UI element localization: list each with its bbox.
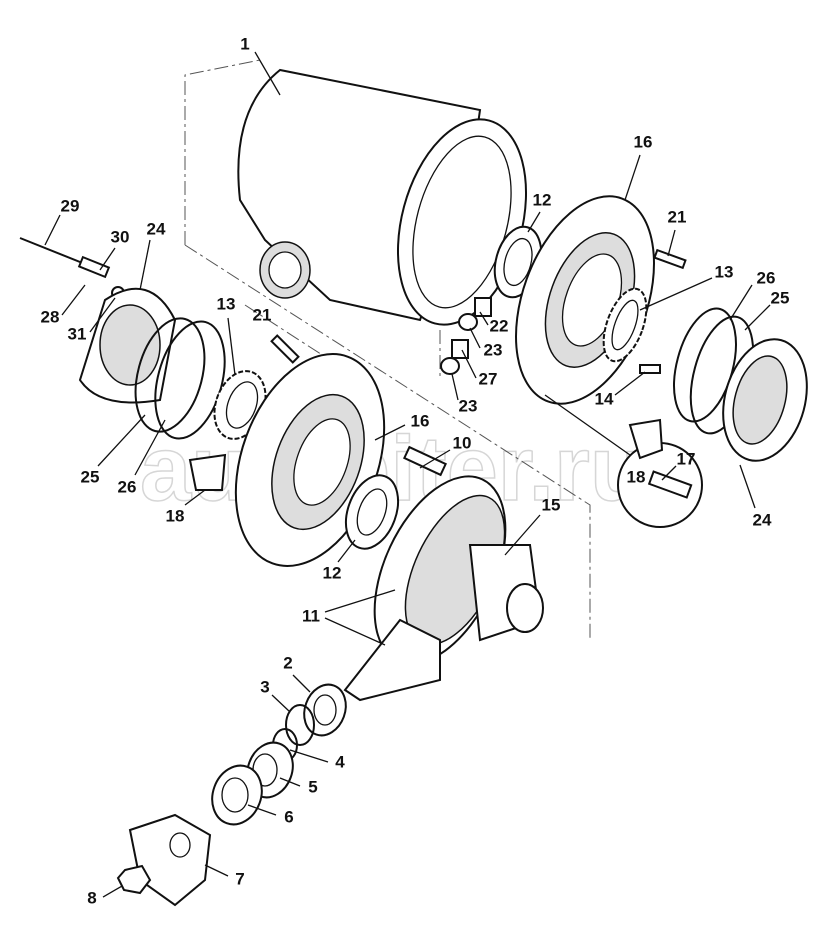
detail-inset <box>617 418 703 528</box>
washer-23-lower <box>440 357 460 375</box>
callout-7: 7 <box>235 869 244 888</box>
callout-6: 6 <box>284 807 293 826</box>
callout-31: 31 <box>68 324 87 343</box>
callout-29: 29 <box>61 196 80 215</box>
callout-13: 13 <box>715 262 734 281</box>
seal-6 <box>211 764 263 826</box>
callout-13: 13 <box>217 294 236 313</box>
callout-23: 23 <box>459 396 478 415</box>
bearing-12-lower <box>344 474 400 550</box>
callout-18: 18 <box>627 467 646 486</box>
callout-12: 12 <box>323 563 342 582</box>
callout-25: 25 <box>81 467 100 486</box>
callout-23: 23 <box>484 340 503 359</box>
ring-gear-15 <box>373 475 544 665</box>
sealant-tube-18 <box>188 453 227 491</box>
differential-housing <box>237 68 528 326</box>
callout-5: 5 <box>308 777 317 796</box>
pin-14 <box>639 364 661 374</box>
bolt-22 <box>474 297 492 317</box>
axis-line <box>244 304 331 361</box>
callout-26: 26 <box>757 268 776 287</box>
callout-24: 24 <box>147 219 166 238</box>
callout-17: 17 <box>677 449 696 468</box>
callout-10: 10 <box>453 433 472 452</box>
callout-22: 22 <box>490 316 509 335</box>
callout-25: 25 <box>771 288 790 307</box>
callout-18: 18 <box>166 506 185 525</box>
cover-24-right <box>722 338 808 462</box>
pinion-11 <box>343 618 441 702</box>
callout-1: 1 <box>240 34 249 53</box>
shim-3 <box>285 704 315 746</box>
cover-24-left <box>78 287 177 404</box>
callout-16: 16 <box>634 132 653 151</box>
detail-pointer <box>544 394 631 456</box>
callout-27: 27 <box>479 369 498 388</box>
callout-15: 15 <box>542 495 561 514</box>
nut-8 <box>116 864 152 895</box>
axis-line <box>184 244 591 640</box>
callout-3: 3 <box>260 677 269 696</box>
callout-16: 16 <box>411 411 430 430</box>
washer-23 <box>458 313 478 331</box>
callout-30: 30 <box>111 227 130 246</box>
callout-4: 4 <box>335 752 345 771</box>
spring-28 <box>77 255 111 279</box>
leader-lines <box>44 51 771 898</box>
pin-21-left <box>270 334 300 364</box>
callout-2: 2 <box>283 653 292 672</box>
bolt-27 <box>451 339 469 359</box>
callout-8: 8 <box>87 888 96 907</box>
callout-12: 12 <box>533 190 552 209</box>
axis-line <box>184 59 261 245</box>
callouts: 1 16 29 30 24 12 21 13 26 25 28 31 13 21… <box>41 34 790 907</box>
callout-21: 21 <box>668 207 687 226</box>
callout-11: 11 <box>302 606 320 625</box>
pin-21-right <box>653 248 687 270</box>
adjusting-nut-13-right <box>602 287 648 363</box>
callout-28: 28 <box>41 307 60 326</box>
callout-26: 26 <box>118 477 137 496</box>
callout-14: 14 <box>595 389 614 408</box>
callout-24: 24 <box>753 510 772 529</box>
callout-21: 21 <box>253 305 272 324</box>
